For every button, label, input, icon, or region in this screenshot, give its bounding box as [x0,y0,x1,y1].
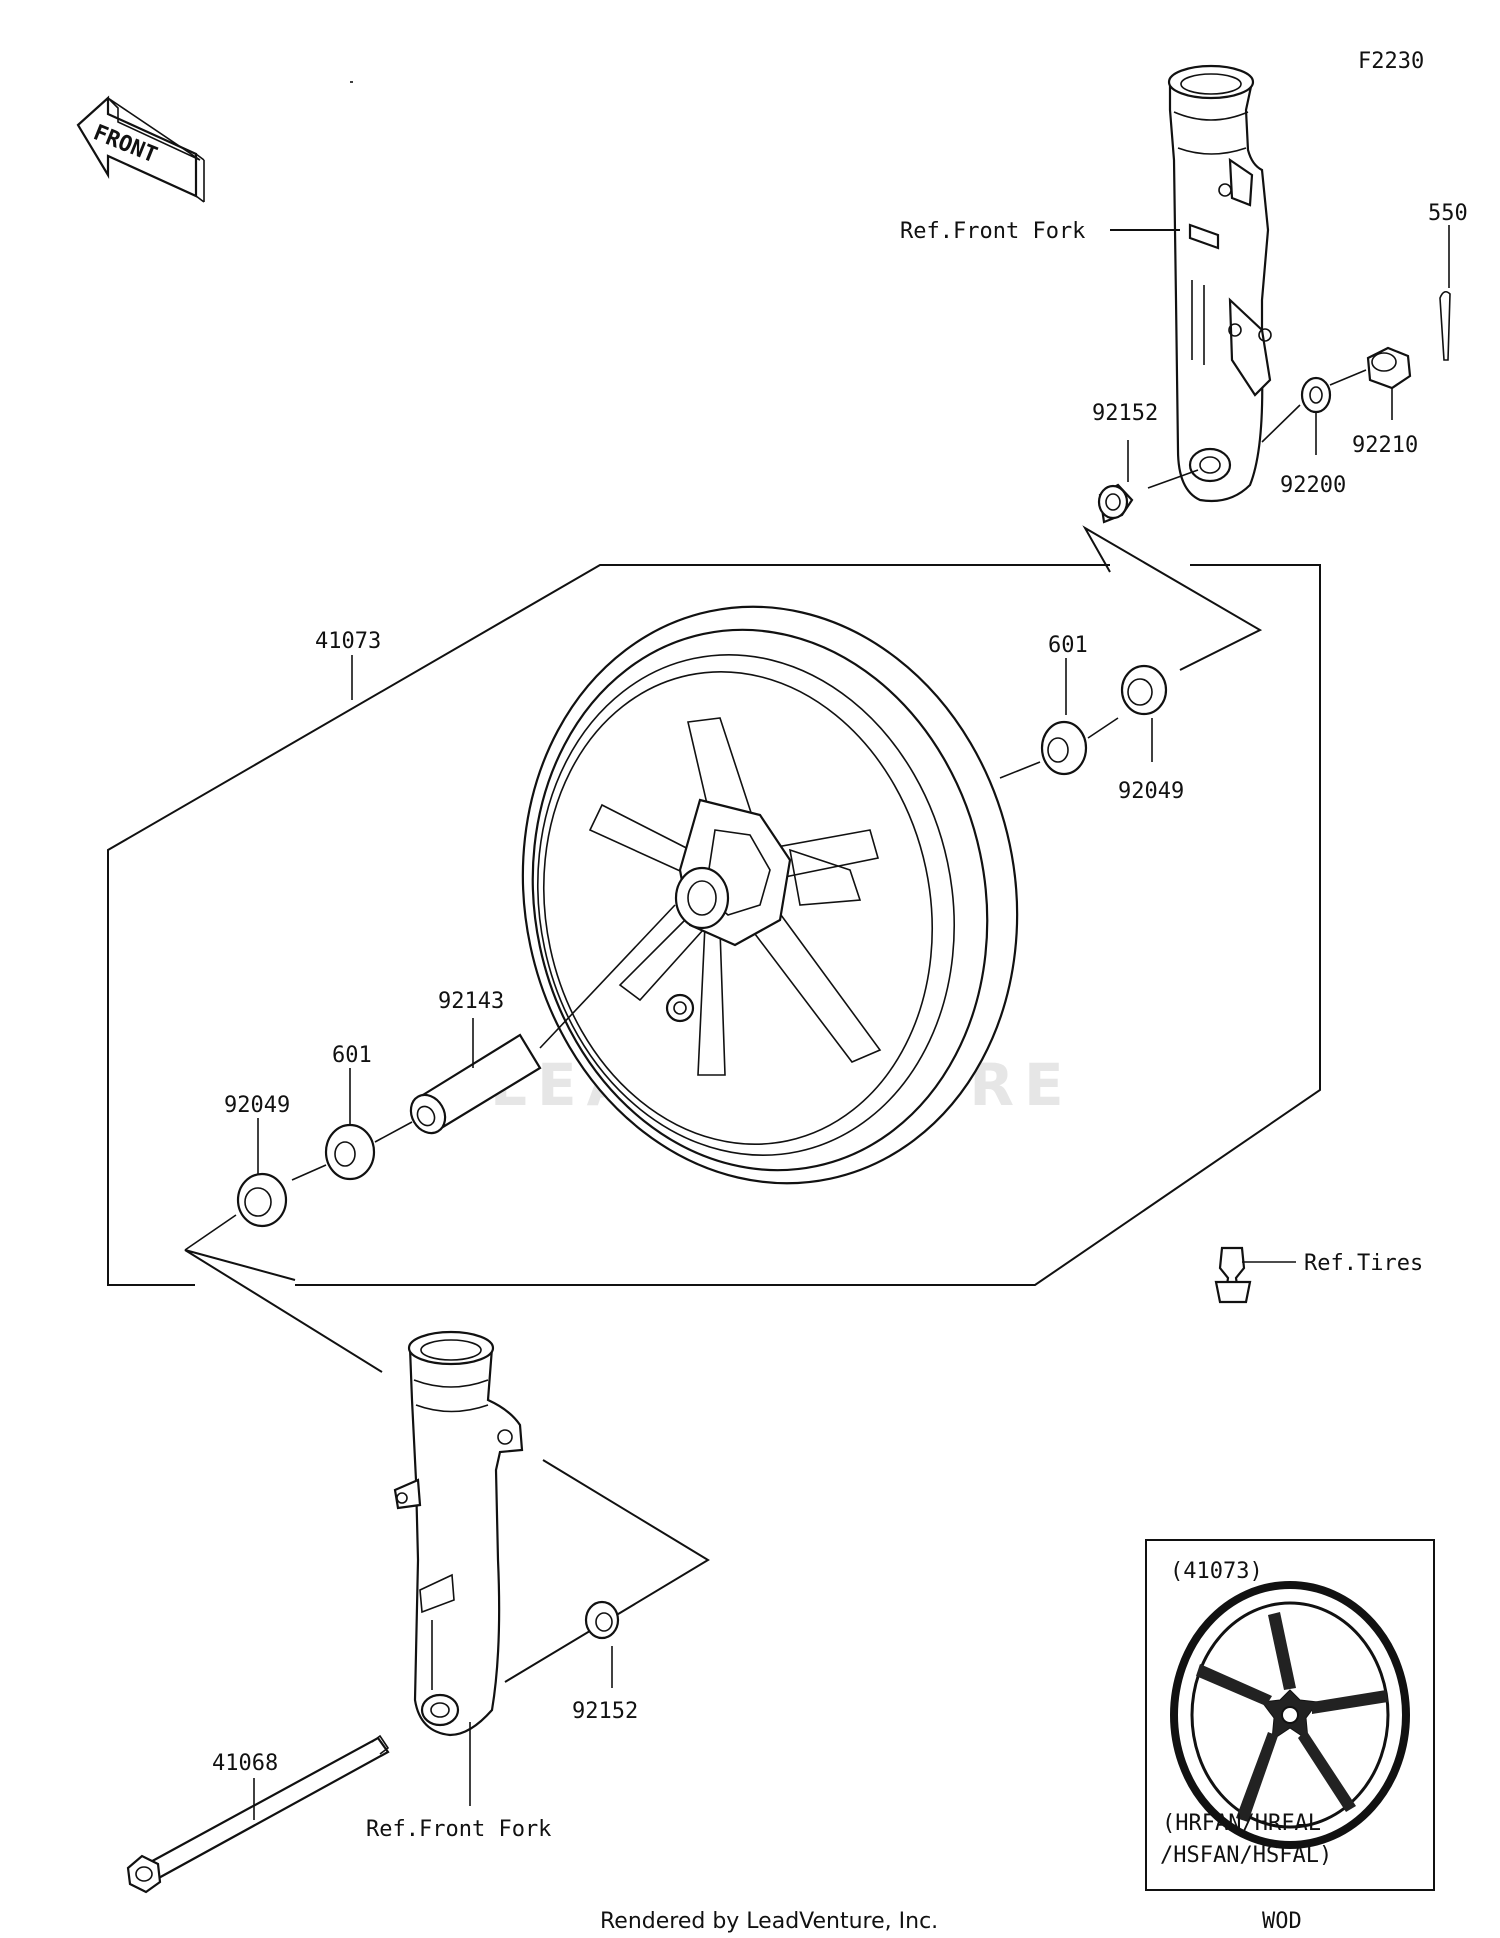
wheel-variant-inset: (41073) (HRFAN/HRFAL /HSFAN/HSFAL) [1145,1539,1435,1891]
label-41068: 41068 [212,1751,278,1776]
footer-credit: Rendered by LeadVenture, Inc. [600,1909,938,1934]
inset-color-code: WOD [1262,1909,1302,1934]
bearing-601-left [324,1068,376,1181]
label-41073: 41073 [315,629,381,654]
washer-92200 [1300,376,1332,455]
cotter-pin-550 [1439,225,1451,361]
bearing-601-right [1040,658,1088,776]
collar-92152-bottom [584,1600,620,1688]
label-601-left: 601 [332,1043,372,1068]
inset-models-line1: (HRFAN/HRFAL [1162,1811,1321,1836]
diagram-code: F2230 [1358,49,1424,74]
oil-seal-92049-right [1120,664,1168,762]
label-92143: 92143 [438,989,504,1014]
label-92200: 92200 [1280,473,1346,498]
label-ref-front-fork-top: Ref.Front Fork [900,219,1085,244]
label-601-right: 601 [1048,633,1088,658]
label-92152-bottom: 92152 [572,1699,638,1724]
castle-nut-92210 [1366,346,1412,420]
label-92152-top: 92152 [1092,401,1158,426]
front-wheel-41073 [350,81,1019,1185]
inset-part-ref: (41073) [1170,1559,1263,1584]
label-550: 550 [1428,201,1468,226]
collar-92152-top [1097,440,1134,524]
oil-seal-92049-left [236,1118,288,1228]
label-92210: 92210 [1352,433,1418,458]
tire-valve [1214,1246,1296,1304]
label-ref-tires: Ref.Tires [1304,1251,1423,1276]
spacer-92143 [409,1018,542,1135]
front-arrow-icon: FRONT [76,95,205,203]
inset-models-line2: /HSFAN/HSFAL) [1160,1843,1332,1868]
axle-bolt-41068 [126,1734,390,1894]
label-92049-left: 92049 [224,1093,290,1118]
label-ref-front-fork-bottom: Ref.Front Fork [366,1817,551,1842]
front-fork-right-leg [1110,64,1272,503]
label-92049-right: 92049 [1118,779,1184,804]
front-fork-left-leg [393,1330,524,1806]
